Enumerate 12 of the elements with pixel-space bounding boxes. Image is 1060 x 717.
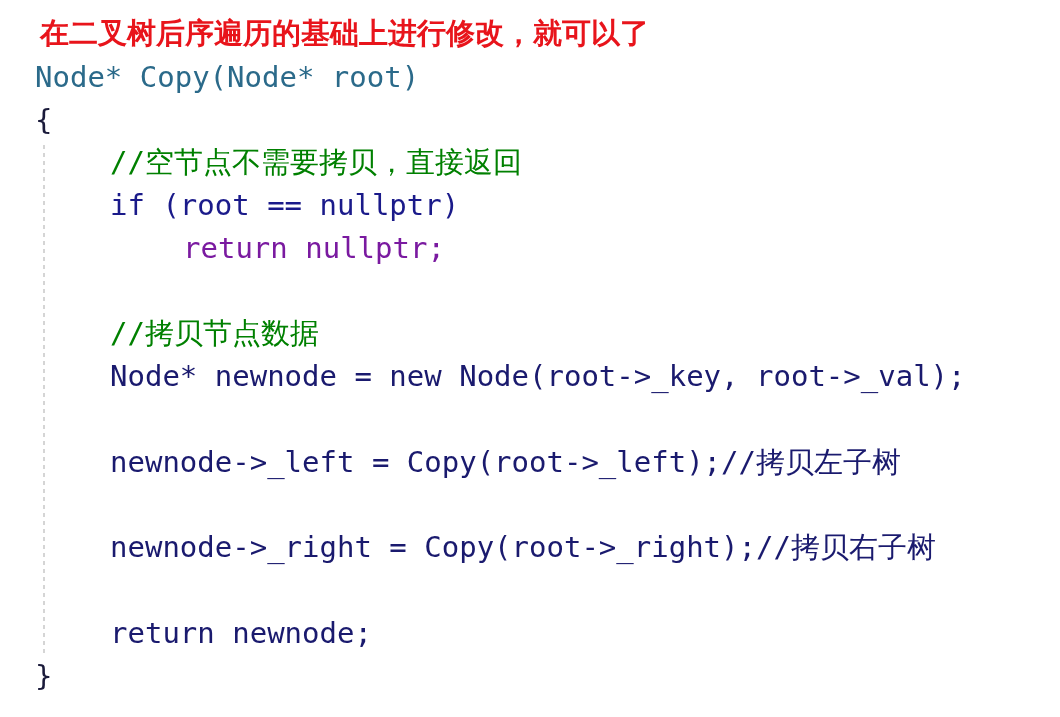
code-line: return nullptr; [183, 230, 445, 266]
code-line: if (root == nullptr) [110, 187, 460, 223]
heading: 在二叉树后序遍历的基础上进行修改，就可以了 [40, 15, 649, 52]
code-line: { [35, 102, 53, 138]
code-line: newnode->_left = Copy(root->_left);//拷贝左子树 [110, 444, 901, 480]
code-line: } [35, 658, 53, 694]
code-line: //空节点不需要拷贝，直接返回 [110, 144, 522, 180]
code-line: Node* Copy(Node* root) [35, 59, 420, 95]
code-line: return newnode; [110, 615, 372, 651]
code-line: Node* newnode = new Node(root->_key, root->_val); [110, 358, 966, 394]
code-line: //拷贝节点数据 [110, 315, 319, 351]
code-line: newnode->_right = Copy(root->_right);//拷贝右子树 [110, 529, 936, 565]
